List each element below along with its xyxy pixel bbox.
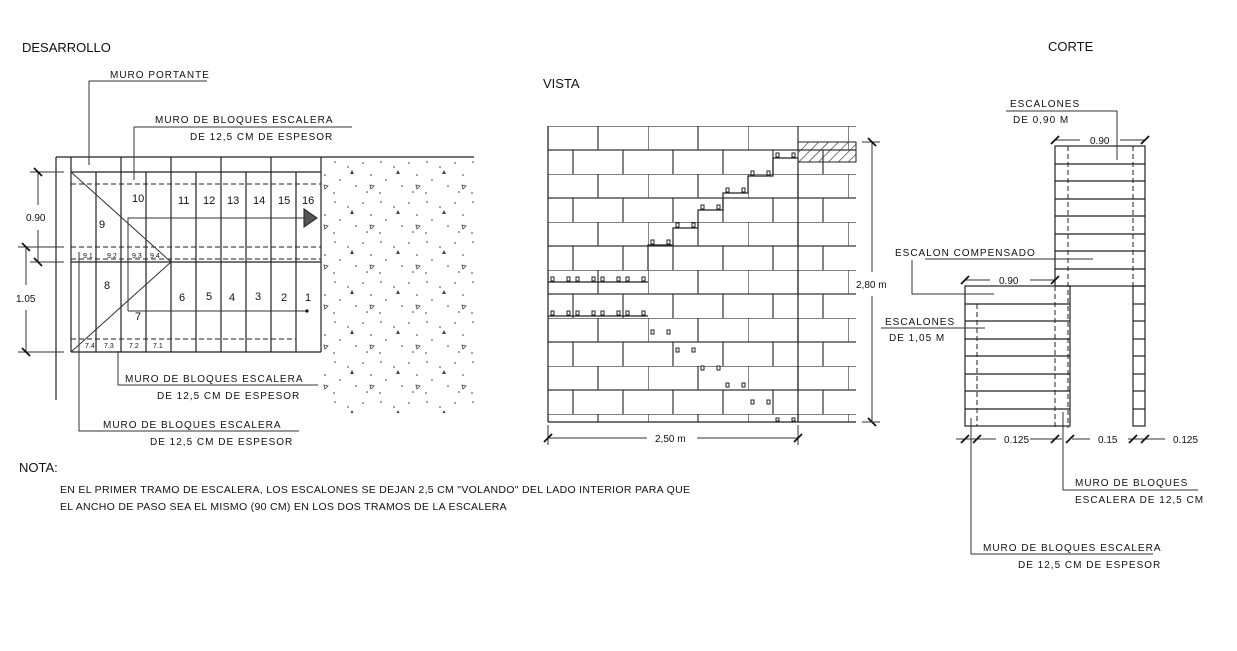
direction-arrow-icon — [303, 208, 318, 228]
sub-step: 9.3 — [132, 253, 142, 260]
step-label: 6 — [179, 292, 185, 304]
nota-line-1: EN EL PRIMER TRAMO DE ESCALERA, LOS ESCA… — [60, 484, 690, 496]
step-label: 1 — [305, 292, 311, 304]
sub-step: 7.3 — [104, 343, 114, 350]
vista-elevation: 2,80 m 2,50 m — [543, 126, 887, 445]
dim-wall-left: 0.125 — [1004, 435, 1029, 446]
landing-step-7: 7 — [135, 311, 141, 323]
step-label: 13 — [227, 195, 239, 207]
step-label: 2 — [281, 292, 287, 304]
label-escalones-bot: ESCALONES — [885, 317, 955, 328]
step-label: 10 — [132, 193, 144, 205]
nota-block: NOTA: EN EL PRIMER TRAMO DE ESCALERA, LO… — [19, 460, 690, 513]
dim-0-90: 0.90 — [26, 213, 46, 224]
sub-step: 7.2 — [129, 343, 139, 350]
concrete-fill — [322, 158, 474, 413]
sub-step: 9.2 — [107, 253, 117, 260]
label-escalones-top-sub: DE 0,90 M — [1013, 115, 1069, 126]
step-label: 14 — [253, 195, 265, 207]
step-label: 3 — [255, 291, 261, 303]
desarrollo-plan: 10 11 12 13 14 15 16 6 5 4 3 2 1 9 8 7 9… — [16, 70, 474, 448]
sub-step: 9.4 — [150, 253, 160, 260]
step-label: 15 — [278, 195, 290, 207]
brick-wall — [548, 126, 856, 422]
dim-top-width: 0.90 — [1090, 136, 1110, 147]
dim-gap: 0.15 — [1098, 435, 1118, 446]
label-escalones-bot-sub: DE 1,05 M — [889, 333, 945, 344]
step-label: 11 — [178, 195, 189, 207]
label-escalones-top: ESCALONES — [1010, 99, 1080, 110]
label-muro-bloques-bot-sub: DE 12,5 CM DE ESPESOR — [150, 437, 293, 448]
dim-wall-right: 0.125 — [1173, 435, 1198, 446]
title-corte: CORTE — [1048, 39, 1094, 54]
dim-width: 2,50 m — [655, 434, 686, 445]
landing-step-8: 8 — [104, 280, 110, 292]
nota-line-2: EL ANCHO DE PASO SEA EL MISMO (90 CM) EN… — [60, 501, 507, 513]
step-label: 16 — [302, 195, 314, 207]
sub-step: 9.1 — [83, 253, 93, 260]
dim-mid-width: 0.90 — [999, 276, 1019, 287]
label-muro-bloques-mid: MURO DE BLOQUES ESCALERA — [125, 374, 303, 385]
label-muro-bloques-right-sub: ESCALERA DE 12,5 CM — [1075, 495, 1204, 506]
sub-step: 7.4 — [85, 343, 95, 350]
landing-step-9: 9 — [99, 219, 105, 231]
step-label: 12 — [203, 195, 215, 207]
label-muro-bloques-top-sub: DE 12,5 CM DE ESPESOR — [190, 132, 333, 143]
label-muro-bloques-top: MURO DE BLOQUES ESCALERA — [155, 115, 333, 126]
label-escalon-compensado: ESCALON COMPENSADO — [895, 248, 1036, 259]
dim-height: 2,80 m — [856, 280, 887, 291]
label-muro-bloques-corte: MURO DE BLOQUES ESCALERA — [983, 543, 1161, 554]
title-desarrollo: DESARROLLO — [22, 40, 111, 55]
step-label: 5 — [206, 291, 212, 303]
label-muro-bloques-right: MURO DE BLOQUES — [1075, 478, 1188, 489]
step-label: 4 — [229, 292, 235, 304]
corte-section: 0.90 0.90 0.125 0.15 0.125 ESCALONES DE … — [881, 99, 1204, 571]
dim-1-05: 1.05 — [16, 294, 36, 305]
slab-hatch — [797, 141, 857, 163]
title-vista: VISTA — [543, 76, 580, 91]
label-muro-portante: MURO PORTANTE — [110, 70, 210, 81]
label-muro-bloques-corte-sub: DE 12,5 CM DE ESPESOR — [1018, 560, 1161, 571]
label-muro-bloques-mid-sub: DE 12,5 CM DE ESPESOR — [157, 391, 300, 402]
nota-heading: NOTA: — [19, 460, 58, 475]
label-muro-bloques-bot: MURO DE BLOQUES ESCALERA — [103, 420, 281, 431]
sub-step: 7.1 — [153, 343, 163, 350]
